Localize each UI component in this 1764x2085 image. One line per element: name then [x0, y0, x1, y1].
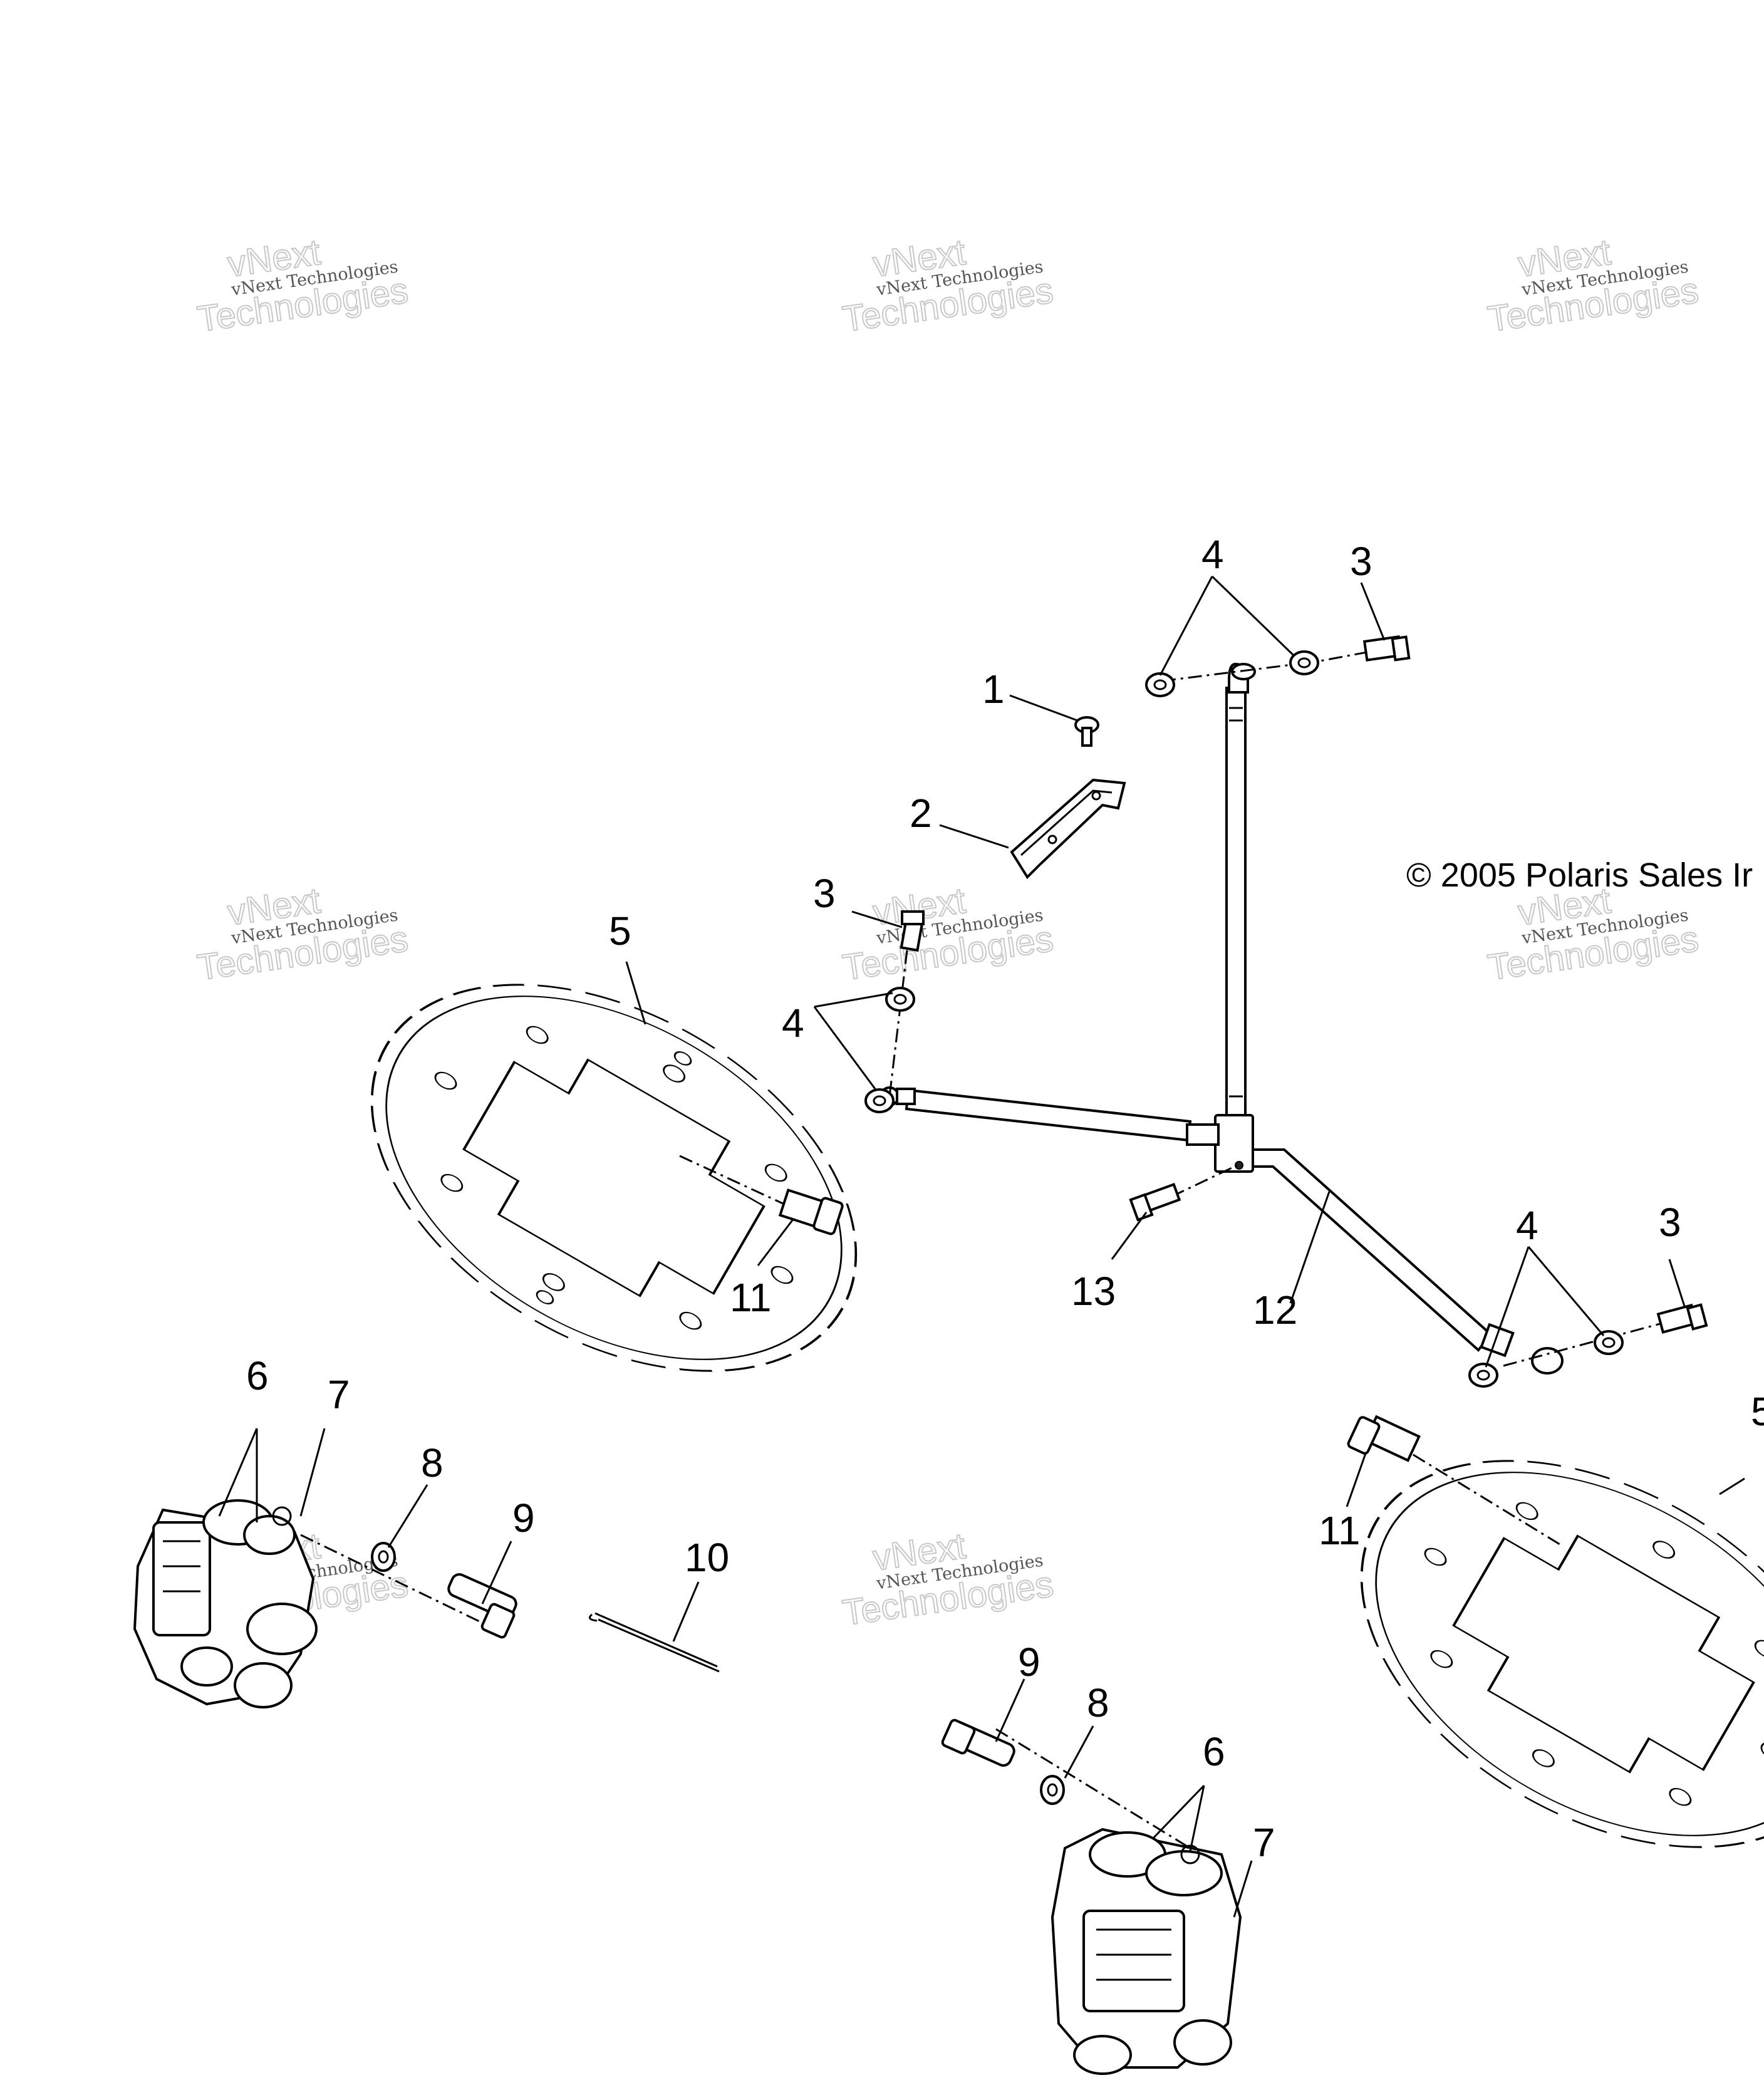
callout-5-right: 5 [1751, 1389, 1764, 1434]
leader-lines [218, 575, 1745, 1918]
rotor-bolt-11 [1347, 1415, 1421, 1462]
callout-8-left: 8 [421, 1440, 444, 1485]
callout-6-bottom: 6 [1203, 1729, 1225, 1774]
brake-rotor-right [1360, 1460, 1764, 1848]
callout-11-right: 11 [1319, 1508, 1360, 1553]
callout-6-left: 6 [246, 1353, 269, 1398]
watermark: vNext vNext Technologies Technologies [839, 880, 1056, 989]
callout-9-left: 9 [512, 1495, 535, 1541]
brake-caliper-left [133, 1499, 318, 1708]
caliper-pin-9 [941, 1718, 1015, 1767]
watermark: vNext vNext Technologies Technologies [194, 880, 411, 989]
watermark: vNext vNext Technologies Technologies [839, 1525, 1056, 1635]
brake-rotor-left [370, 984, 858, 1372]
callout-11-left: 11 [730, 1275, 771, 1320]
copyright-notice: © 2005 Polaris Sales Ir [1406, 856, 1753, 894]
washer-4 [1145, 672, 1175, 697]
brake-caliper-bottom [1051, 1828, 1242, 2075]
centerline [300, 1534, 495, 1630]
watermark: vNext vNext Technologies Technologies [839, 231, 1056, 341]
watermark: vNext vNext Technologies Technologies [1485, 231, 1701, 341]
centerline [1503, 1318, 1679, 1367]
banjo-bolt-3 [1362, 635, 1411, 662]
bolt-13 [1129, 1182, 1181, 1222]
centerline [995, 1728, 1191, 1849]
callout-12: 12 [1253, 1287, 1297, 1333]
callout-5-left: 5 [609, 908, 631, 954]
washer-4 [885, 987, 915, 1012]
watermark: vNext vNext Technologies Technologies [194, 231, 411, 341]
screw-1 [1074, 716, 1099, 747]
washer-4 [1594, 1330, 1624, 1355]
callout-1: 1 [982, 667, 1005, 712]
washer-4 [1468, 1363, 1498, 1388]
brake-line-t-junction [1186, 1114, 1254, 1173]
callout-4-top: 4 [1201, 532, 1224, 577]
washer-4 [864, 1088, 895, 1113]
callout-9-bottom: 9 [1018, 1640, 1040, 1685]
washer-8 [1040, 1775, 1065, 1805]
brake-hose-vertical [1225, 662, 1256, 1123]
centerline [1390, 1440, 1560, 1546]
callout-13: 13 [1071, 1269, 1116, 1314]
brake-hose-left [879, 1086, 1192, 1142]
retaining-wire-10 [588, 1612, 720, 1673]
callout-10: 10 [685, 1535, 729, 1580]
banjo-bolt-3 [900, 910, 925, 952]
centerline [1161, 663, 1297, 682]
callout-7-left: 7 [328, 1372, 350, 1417]
centerline [679, 1155, 802, 1214]
callout-3-mid: 3 [813, 871, 836, 916]
brake-hose-right [1252, 1148, 1564, 1375]
callout-3-right: 3 [1659, 1200, 1681, 1245]
callout-3-top: 3 [1350, 539, 1372, 584]
callout-7-bottom: 7 [1253, 1820, 1275, 1865]
callout-8-bottom: 8 [1087, 1680, 1109, 1725]
washer-8 [371, 1542, 396, 1572]
callout-2: 2 [910, 791, 932, 836]
caliper-pin-9 [447, 1573, 517, 1639]
callout-4-right: 4 [1516, 1203, 1538, 1248]
callout-4-mid: 4 [782, 1001, 804, 1046]
centerline [1171, 1164, 1238, 1198]
rotor-bolt-11 [778, 1188, 844, 1235]
washer-4 [1289, 650, 1319, 675]
banjo-bolt-3 [1656, 1303, 1708, 1334]
clip-bracket-2 [1010, 778, 1126, 880]
